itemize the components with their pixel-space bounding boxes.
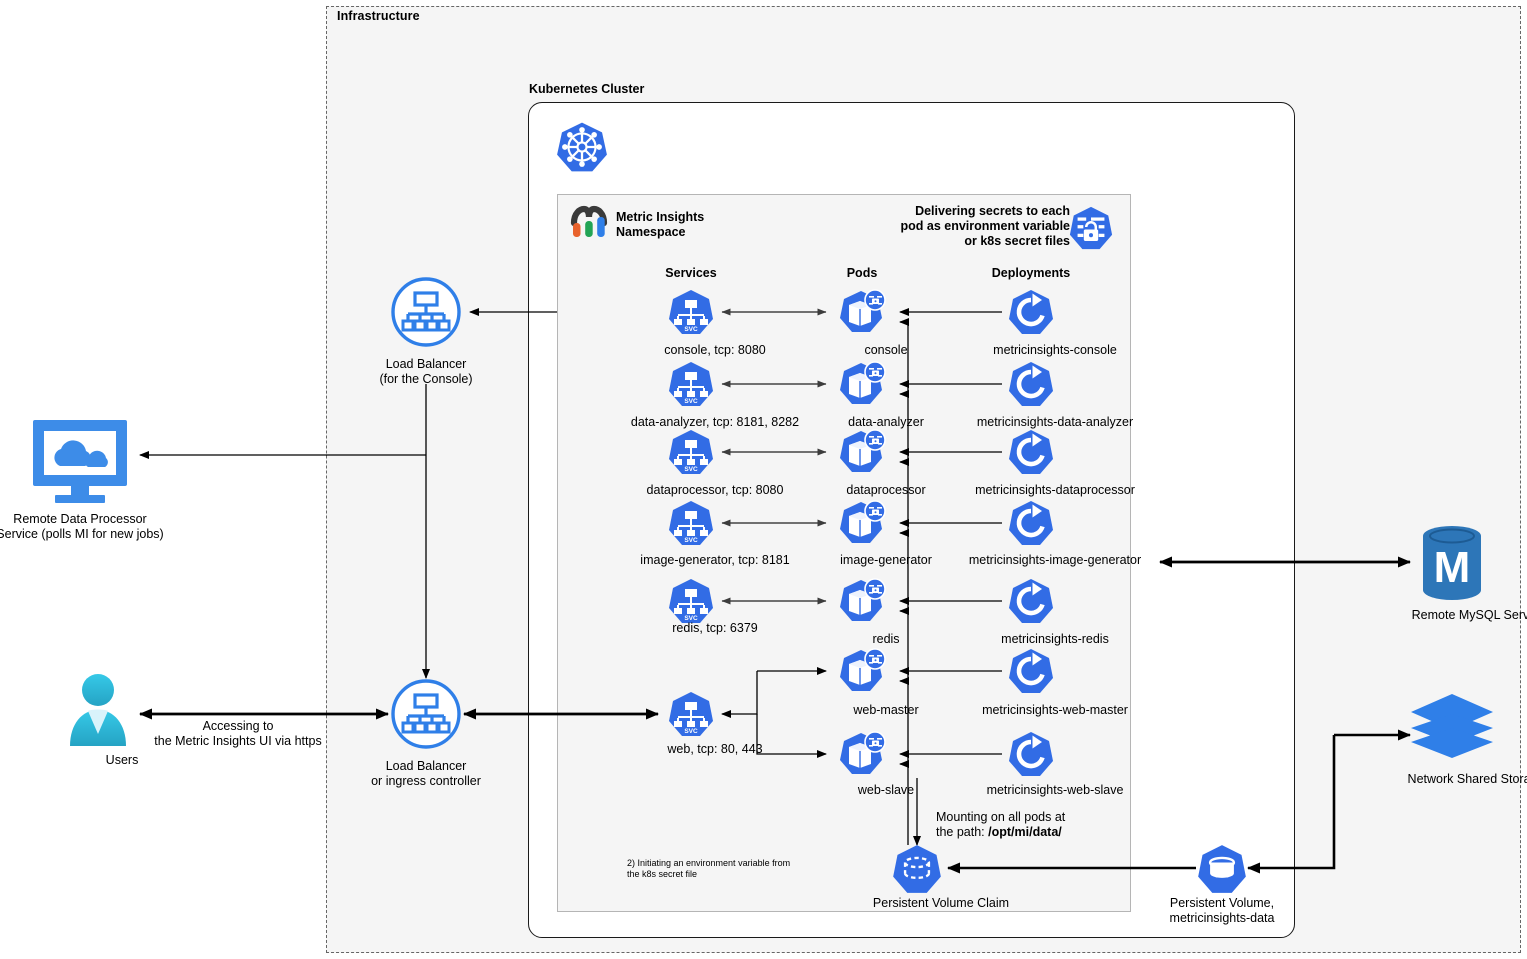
pvc-label: Persistent Volume Claim	[872, 896, 1010, 910]
secret-delivery-note: Delivering secrets to each pod as enviro…	[880, 204, 1071, 249]
column-header-services: Services	[665, 266, 717, 280]
users-connection-label: Accessing to the Metric Insights UI via …	[140, 719, 336, 749]
mount-note-prefix: the path:	[936, 825, 989, 839]
env-variable-note: 2) Initiating an environment variable fr…	[627, 858, 827, 880]
pod-node-web-slave[interactable]	[838, 730, 886, 778]
mount-path-note: Mounting on all pods at the path: /opt/m…	[936, 810, 1156, 840]
persistent-volume-claim-icon[interactable]	[891, 843, 943, 895]
pv-label-line1: Persistent Volume,	[1169, 896, 1275, 910]
load-balancer-ingress-label: Load Balancer or ingress controller	[336, 759, 516, 789]
rdp-line1: Remote Data Processor	[13, 512, 147, 526]
namespace-title: Metric Insights Namespace	[616, 210, 704, 240]
deployment-node-console[interactable]	[1007, 288, 1055, 336]
persistent-volume-icon[interactable]	[1196, 843, 1248, 895]
pod-label-console: console	[864, 343, 908, 357]
service-label-dataprocessor: dataprocessor, tcp: 8080	[646, 483, 784, 497]
infrastructure-label: Infrastructure	[337, 9, 420, 23]
pod-node-image-generator[interactable]	[838, 499, 886, 547]
kubernetes-cluster-label: Kubernetes Cluster	[529, 82, 645, 96]
deployment-node-image-generator[interactable]	[1007, 499, 1055, 547]
pod-node-data-analyzer[interactable]	[838, 360, 886, 408]
env-note-line1: 2) Initiating an environment variable fr…	[627, 858, 791, 868]
service-label-redis: redis, tcp: 6379	[672, 621, 758, 635]
metric-insights-logo	[570, 205, 608, 239]
svg-text:SVC: SVC	[684, 537, 698, 544]
env-note-line2: the k8s secret file	[627, 869, 698, 879]
secret-note-line1: Delivering secrets to each	[915, 204, 1070, 218]
load-balancer-console-label: Load Balancer (for the Console)	[336, 357, 516, 387]
deployment-label-web-slave: metricinsights-web-slave	[986, 783, 1124, 797]
secret-note-line2: pod as environment variable	[900, 219, 1071, 233]
namespace-title-line1: Metric Insights	[616, 210, 705, 224]
persistent-volume-label: Persistent Volume, metricinsights-data	[1147, 896, 1297, 926]
remote-mysql-label: Remote MySQL Server	[1411, 608, 1527, 622]
mount-note-line2: the path: /opt/mi/data/	[936, 825, 1156, 840]
deployment-label-dataprocessor: metricinsights-dataprocessor	[975, 483, 1135, 497]
lb-console-line1: Load Balancer	[385, 357, 467, 371]
monitor-cloud-icon[interactable]	[30, 418, 130, 506]
pod-label-dataprocessor: dataprocessor	[846, 483, 926, 497]
service-node-data-analyzer[interactable]: SVC	[667, 360, 715, 408]
svg-text:SVC: SVC	[684, 398, 698, 405]
load-balancer-console-icon[interactable]	[390, 276, 462, 348]
network-shared-storage-label: Network Shared Storage	[1407, 772, 1527, 786]
column-header-pods: Pods	[846, 266, 878, 280]
service-label-web: web, tcp: 80, 443	[667, 742, 763, 756]
svg-text:SVC: SVC	[684, 728, 698, 735]
service-label-console: console, tcp: 8080	[664, 343, 766, 357]
lb-ingress-line2: or ingress controller	[371, 774, 481, 788]
load-balancer-ingress-icon[interactable]	[390, 678, 462, 750]
lb-console-line2: (for the Console)	[379, 372, 473, 386]
secret-note-line3: or k8s secret files	[964, 234, 1070, 248]
pod-node-web-master[interactable]	[838, 647, 886, 695]
pod-label-data-analyzer: data-analyzer	[848, 415, 924, 429]
mount-note-line1: Mounting on all pods at	[936, 810, 1066, 824]
mysql-database-icon[interactable]: M	[1417, 524, 1487, 602]
svg-text:SVC: SVC	[684, 615, 698, 622]
users-label: Users	[105, 753, 139, 767]
svg-text:M: M	[1434, 543, 1471, 592]
deployment-label-image-generator: metricinsights-image-generator	[968, 553, 1142, 567]
users-conn-line2: the Metric Insights UI via https	[154, 734, 322, 748]
column-header-deployments: Deployments	[991, 266, 1071, 280]
deployment-node-web-master[interactable]	[1007, 647, 1055, 695]
pod-node-dataprocessor[interactable]	[838, 428, 886, 476]
svg-text:SVC: SVC	[684, 466, 698, 473]
deployment-label-data-analyzer: metricinsights-data-analyzer	[976, 415, 1134, 429]
svg-text:SVC: SVC	[684, 326, 698, 333]
users-conn-line1: Accessing to	[202, 719, 274, 733]
service-node-image-generator[interactable]: SVC	[667, 499, 715, 547]
namespace-title-line2: Namespace	[616, 225, 686, 239]
service-node-web[interactable]: SVC	[667, 690, 715, 738]
service-node-console[interactable]: SVC	[667, 288, 715, 336]
deployment-label-redis: metricinsights-redis	[1001, 632, 1109, 646]
lb-ingress-line1: Load Balancer	[385, 759, 467, 773]
deployment-node-redis[interactable]	[1007, 577, 1055, 625]
pod-label-web-master: web-master	[853, 703, 919, 717]
mount-path-value: /opt/mi/data/	[988, 825, 1062, 839]
rdp-line2: Service (polls MI for new jobs)	[0, 527, 164, 541]
pod-label-redis: redis	[872, 632, 900, 646]
deployment-node-data-analyzer[interactable]	[1007, 360, 1055, 408]
pod-node-redis[interactable]	[838, 577, 886, 625]
remote-data-processor-label: Remote Data Processor Service (polls MI …	[0, 512, 195, 542]
user-avatar-icon[interactable]	[62, 672, 134, 750]
deployment-label-console: metricinsights-console	[993, 343, 1117, 357]
deployment-node-dataprocessor[interactable]	[1007, 428, 1055, 476]
service-node-redis[interactable]: SVC	[667, 577, 715, 625]
pv-label-line2: metricinsights-data	[1169, 911, 1275, 925]
service-label-image-generator: image-generator, tcp: 8181	[640, 553, 790, 567]
deployment-node-web-slave[interactable]	[1007, 730, 1055, 778]
pod-node-console[interactable]	[838, 288, 886, 336]
k8s-secret-icon	[1068, 205, 1114, 251]
pod-label-image-generator: image-generator	[840, 553, 932, 567]
kubernetes-logo-icon	[556, 121, 608, 173]
layers-stack-icon[interactable]	[1409, 692, 1495, 762]
service-node-dataprocessor[interactable]: SVC	[667, 428, 715, 476]
pod-label-web-slave: web-slave	[857, 783, 915, 797]
service-label-data-analyzer: data-analyzer, tcp: 8181, 8282	[630, 415, 800, 429]
deployment-label-web-master: metricinsights-web-master	[982, 703, 1128, 717]
